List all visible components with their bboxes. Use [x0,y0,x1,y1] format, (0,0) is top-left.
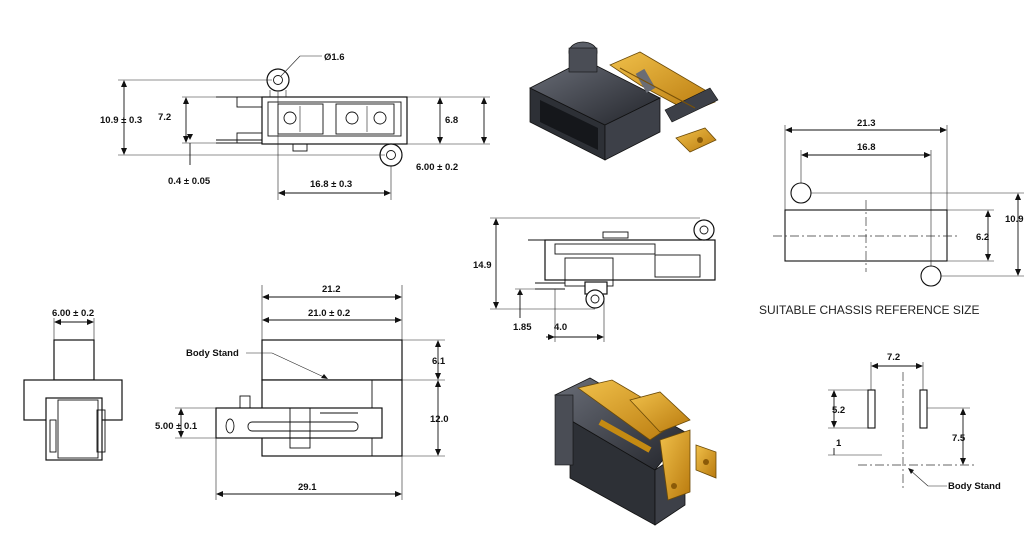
pcb-slot-length-label: 5.2 [832,405,845,416]
pcb-edge-offset-label: 1 [836,438,842,449]
top-height-label: 10.9 ± 0.3 [100,115,142,126]
front-overall-top-label: 21.2 [322,284,341,295]
front-view-drawing: 21.2 21.0 ± 0.2 Body Stand 6.1 12.0 5.00… [155,284,449,500]
chassis-slot-height-label: 6.2 [976,232,989,243]
mid-height-label: 14.9 [473,260,492,271]
render-3d-top [529,41,719,161]
top-inner-height-label: 7.2 [158,112,171,123]
chassis-hole-spacing-label: 16.8 [857,142,876,153]
pcb-stand-offset-label: 7.5 [952,433,966,444]
top-view-drawing: Ø1.6 10.9 ± 0.3 7.2 0.4 ± 0.05 6.8 6.00 … [100,52,490,200]
top-right-offset-label: 6.00 ± 0.2 [416,162,458,173]
lead-thickness-label: 0.4 ± 0.05 [168,176,211,187]
front-body-height-label: 12.0 [430,414,449,425]
top-right-height-label: 6.8 [445,115,458,126]
mid-view-drawing: 14.9 1.85 4.0 [473,217,716,342]
mid-offset-b-label: 4.0 [554,322,567,333]
render-3d-bottom [554,377,717,526]
chassis-caption: SUITABLE CHASSIS REFERENCE SIZE [759,303,980,317]
top-hole-spacing-label: 16.8 ± 0.3 [310,179,352,190]
front-overall-length-label: 29.1 [298,482,317,493]
chassis-height-label: 10.9 [1005,214,1024,225]
front-inner-top-label: 21.0 ± 0.2 [308,308,350,319]
front-tab-height-label: 5.00 ± 0.1 [155,421,198,432]
mid-offset-a-label: 1.85 [513,322,532,333]
pcb-pitch-label: 7.2 [887,352,900,363]
pcb-body-stand-label: Body Stand [948,481,1001,492]
side-view-drawing: 6.00 ± 0.2 [23,308,123,461]
side-width-label: 6.00 ± 0.2 [52,308,94,319]
chassis-reference-drawing: 21.3 16.8 10.9 6.2 SUITABLE CHASSIS REFE… [759,118,1024,317]
front-body-stand-label: Body Stand [186,348,239,359]
pcb-layout-drawing: 7.2 5.2 1 7.5 Body Stand [828,352,1001,492]
chassis-width-label: 21.3 [857,118,876,129]
hole-diameter-label: Ø1.6 [324,52,345,63]
front-upper-height-label: 6.1 [432,356,446,367]
